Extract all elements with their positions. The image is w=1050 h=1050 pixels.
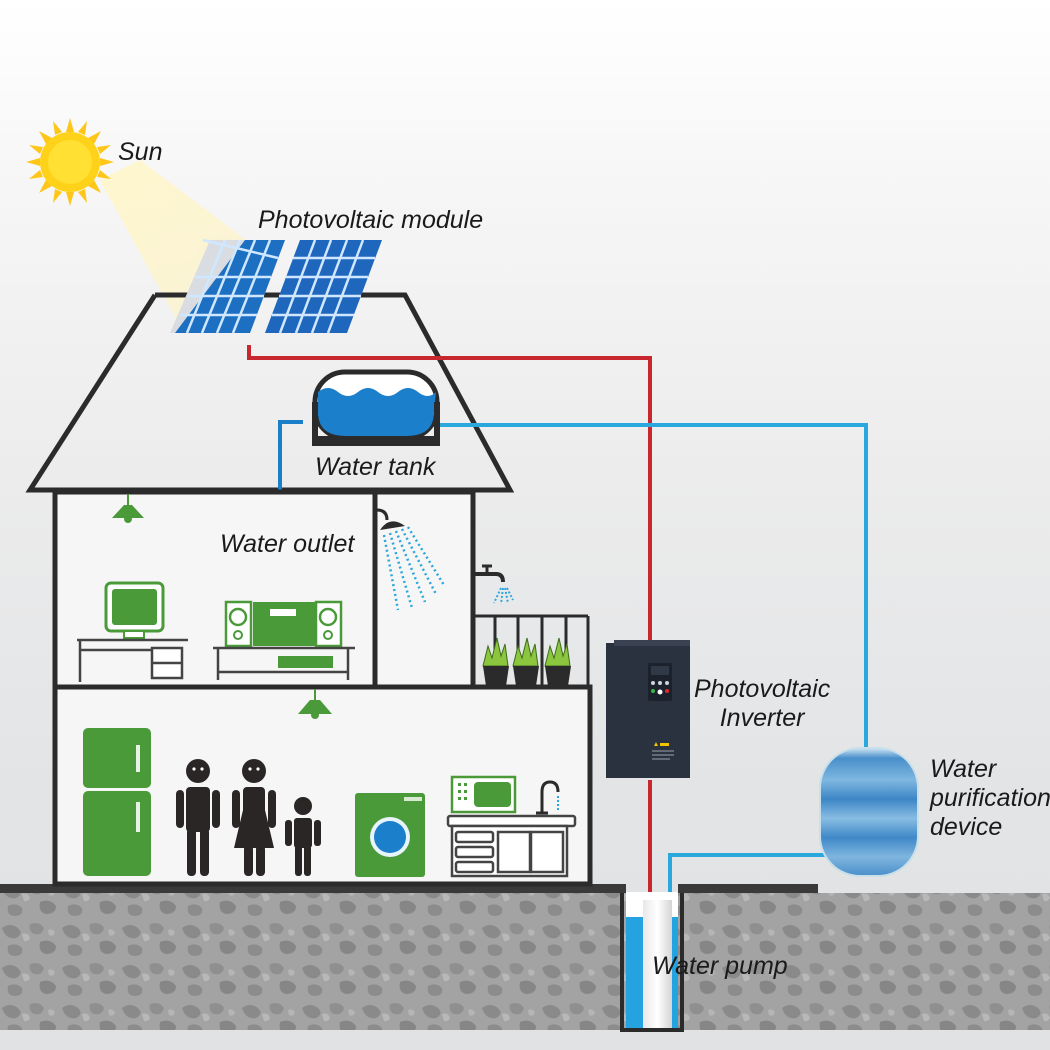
- outlet-pipe: [278, 420, 303, 505]
- refrigerator-icon: [83, 728, 151, 876]
- ceiling-lamp-icon: [298, 689, 332, 719]
- washing-machine-icon: [355, 793, 425, 877]
- sun-label: Sun: [118, 138, 163, 166]
- solar-panel-left: [170, 238, 285, 334]
- water-tank-icon: [312, 369, 440, 446]
- solar-panel-icon: [170, 238, 382, 334]
- ceiling-lamp-icon: [112, 494, 144, 523]
- potted-plants-icon: [482, 637, 571, 686]
- inverter-label-line: Photovoltaic: [694, 675, 831, 703]
- kitchen-icon: [446, 775, 577, 878]
- inverter-icon: [606, 640, 690, 778]
- shower-icon: [376, 508, 446, 611]
- tap-icon: [475, 564, 514, 605]
- purifier-label-line: Water: [930, 755, 997, 783]
- computer-desk-icon: [77, 581, 188, 682]
- purifier-label-line: device: [930, 812, 1003, 841]
- water-outlet-label: Water outlet: [220, 530, 355, 558]
- woman-icon: [232, 759, 276, 876]
- water-pipe: [438, 423, 868, 905]
- child-icon: [285, 797, 321, 876]
- inverter-label-line: Inverter: [719, 703, 805, 732]
- sun-icon: [26, 118, 114, 206]
- family-icon: [176, 759, 321, 876]
- purifier-label-line: purification: [930, 783, 1050, 812]
- water-pump-label: Water pump: [652, 952, 788, 980]
- solar-panel-right: [265, 239, 382, 334]
- power-cable: [247, 345, 652, 905]
- photovoltaic-inverter-label: Photovoltaic Inverter: [694, 675, 830, 733]
- water-purification-device-label: Water purification device: [930, 755, 1050, 841]
- purifier-icon: [819, 747, 919, 877]
- well-pump-icon: [612, 884, 692, 1032]
- water-tank-label: Water tank: [315, 453, 436, 481]
- photovoltaic-module-label: Photovoltaic module: [258, 206, 484, 234]
- man-icon: [176, 759, 220, 876]
- stereo-system-icon: [213, 600, 355, 680]
- ground: [0, 884, 1050, 1030]
